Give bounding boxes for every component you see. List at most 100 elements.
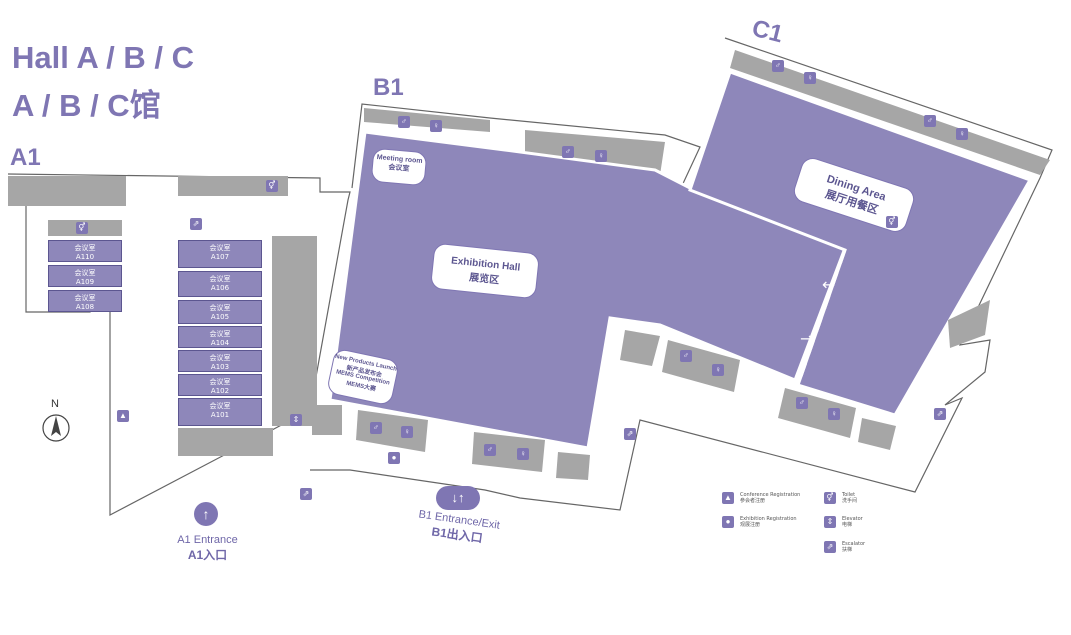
a1-side-block — [272, 236, 317, 426]
toilet-icon: ♂ — [680, 350, 692, 362]
hall-label-b1: B1 — [373, 74, 404, 101]
meeting-room-a108[interactable]: 会议室 A108 — [48, 290, 122, 312]
legend-label-cn: 电梯 — [842, 522, 853, 528]
legend-toilet: Toilet 洗手间 — [842, 492, 857, 504]
arrow-right: → — [800, 329, 813, 348]
toilet-icon: ♀ — [517, 448, 529, 460]
toilet-icon: ♂ — [772, 60, 784, 72]
block-c-right — [948, 300, 990, 348]
toilet-icon: ♀ — [956, 128, 968, 140]
b1-entrance-arrows-icon[interactable]: ↓↑ — [436, 486, 480, 510]
page-title-en: Hall A / B / C — [12, 40, 195, 75]
conference-registration-icon: ▲ — [722, 492, 734, 504]
toilet-icon: ♂ — [796, 397, 808, 409]
page-title-cn: A / B / C馆 — [12, 88, 161, 123]
meeting-room-a105[interactable]: 会议室 A105 — [178, 300, 262, 324]
exhibition-registration-icon: ● — [388, 452, 400, 464]
room-name: 会议室 — [209, 402, 231, 410]
escalator-icon: ⇗ — [190, 218, 202, 230]
toilet-icon: ♀ — [712, 364, 724, 376]
exhibition-registration-icon: ● — [722, 516, 734, 528]
room-name: 会议室 — [209, 275, 231, 283]
room-name: 会议室 — [209, 244, 231, 252]
legend-label-cn: 观展注册 — [740, 522, 761, 528]
room-name: 会议室 — [209, 304, 231, 312]
a1-entrance-label: A1 Entrance A1入口 — [165, 534, 250, 563]
toilet-icon: ♂ — [924, 115, 936, 127]
legend-label-en: Toilet — [842, 492, 856, 498]
room-code: A110 — [75, 253, 95, 261]
meeting-room-a107[interactable]: 会议室 A107 — [178, 240, 262, 268]
compass-north: N — [51, 398, 59, 410]
room-name: 会议室 — [74, 269, 96, 277]
hall-b-outline — [351, 103, 701, 191]
block-b-bottom-3 — [472, 432, 545, 472]
toilet-icon: ♀ — [595, 150, 607, 162]
toilet-icon: ⚥ — [76, 222, 88, 234]
meeting-room-a102[interactable]: 会议室 A102 — [178, 374, 262, 396]
legend-conference-registration: Conference Registration 参会者注册 — [740, 492, 800, 504]
a1-entrance-arrow-icon[interactable]: ↑ — [194, 502, 218, 526]
meeting-room-a104[interactable]: 会议室 A104 — [178, 326, 262, 348]
block-b-bottom-4 — [556, 452, 590, 480]
legend-elevator: Elevator 电梯 — [842, 516, 863, 528]
elevator-icon: ⇕ — [290, 414, 302, 426]
toilet-icon: ♀ — [401, 426, 413, 438]
toilet-icon: ♂ — [370, 422, 382, 434]
compass-circle — [42, 414, 70, 442]
escalator-icon: ⇗ — [934, 408, 946, 420]
room-code: A106 — [210, 284, 230, 292]
legend-label-en: Escalator — [842, 541, 866, 547]
meeting-room-a106[interactable]: 会议室 A106 — [178, 271, 262, 297]
hall-label-a1: A1 — [10, 144, 41, 171]
dining-area — [688, 70, 1033, 417]
compass-needle — [51, 416, 61, 436]
room-code: A107 — [210, 253, 230, 261]
toilet-icon: ♀ — [804, 72, 816, 84]
escalator-icon: ⇗ — [624, 428, 636, 440]
escalator-icon: ⇗ — [824, 541, 836, 553]
room-code: A104 — [210, 339, 230, 347]
toilet-icon: ♂ — [484, 444, 496, 456]
room-name: 会议室 — [74, 294, 96, 302]
room-name: 会议室 — [74, 244, 96, 252]
toilet-icon: ♀ — [430, 120, 442, 132]
block-c-bottom-1 — [620, 330, 660, 366]
legend-exhibition-registration: Exhibition Registration 观展注册 — [740, 516, 797, 528]
meeting-room-a110[interactable]: 会议室 A110 — [48, 240, 122, 262]
legend-label-cn: 扶梯 — [842, 547, 853, 553]
meeting-room-a101[interactable]: 会议室 A101 — [178, 398, 262, 426]
block-b-bottom-2 — [356, 410, 428, 452]
toilet-icon: ⚥ — [886, 216, 898, 228]
room-code: A103 — [210, 363, 230, 371]
conference-registration-icon: ▲ — [117, 410, 129, 422]
meeting-room-b1[interactable]: Meeting room 会议室 — [370, 147, 428, 187]
a1-room-strip-bottom — [178, 428, 273, 456]
exhibition-hall-area — [328, 130, 847, 450]
toilet-icon: ⚥ — [824, 492, 836, 504]
meeting-room-a109[interactable]: 会议室 A109 — [48, 265, 122, 287]
a1-top-wall-right — [178, 176, 288, 196]
a1-entrance-en: A1 Entrance — [177, 534, 238, 546]
toilet-icon: ♀ — [828, 408, 840, 420]
a1-top-wall-left — [8, 176, 126, 206]
legend-label-en: Elevator — [842, 516, 863, 522]
toilet-icon: ⚥ — [266, 180, 278, 192]
room-name: 会议室 — [209, 354, 231, 362]
hall-b-top-wall — [364, 108, 490, 132]
toilet-icon: ♂ — [398, 116, 410, 128]
legend-label-cn: 参会者注册 — [740, 498, 766, 504]
hall-c-outline — [310, 37, 1053, 511]
meeting-room-a103[interactable]: 会议室 A103 — [178, 350, 262, 372]
legend-label-en: Conference Registration — [740, 492, 801, 498]
legend-label-cn: 洗手间 — [842, 498, 858, 504]
block-b-bottom-1 — [312, 405, 342, 435]
elevator-icon: ⇕ — [824, 516, 836, 528]
escalator-icon: ⇗ — [300, 488, 312, 500]
legend-label-en: Exhibition Registration — [740, 516, 797, 522]
block-c-bottom-4 — [858, 418, 896, 450]
room-code: A109 — [75, 278, 95, 286]
room-name: 会议室 — [209, 330, 231, 338]
room-code: A102 — [210, 387, 230, 395]
